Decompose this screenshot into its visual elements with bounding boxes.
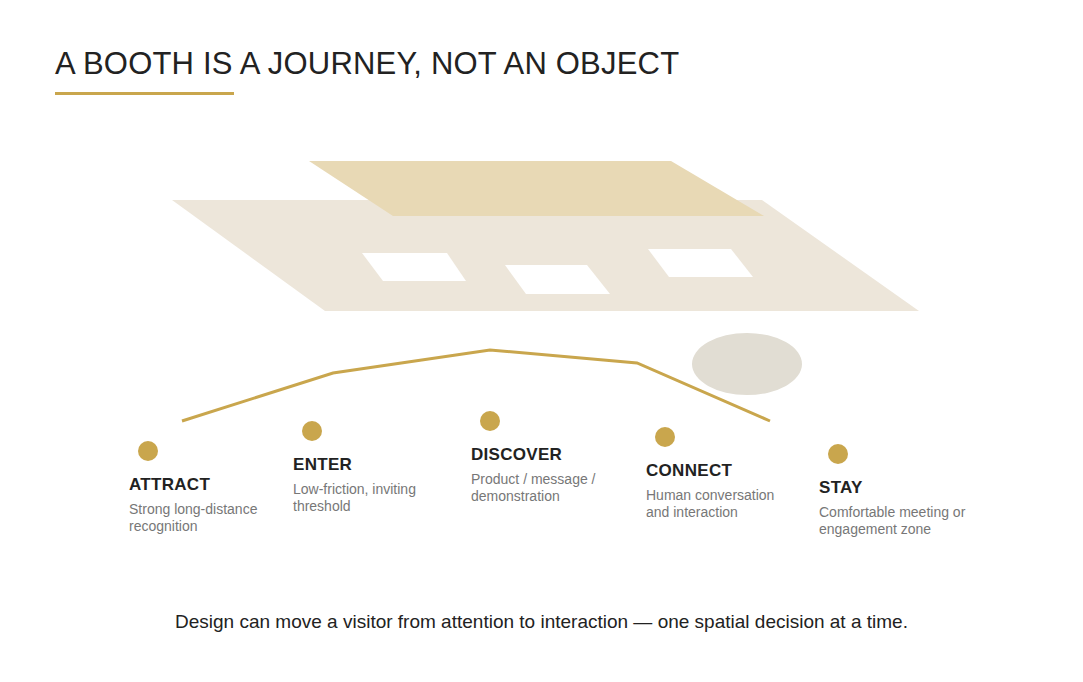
stage-heading: DISCOVER — [471, 445, 616, 465]
display-opening — [505, 265, 610, 294]
booth-canopy — [309, 161, 764, 216]
display-opening — [648, 249, 753, 277]
stage-dot — [302, 421, 322, 441]
stage-description: Comfortable meeting or engagement zone — [819, 504, 974, 538]
stage-description: Low-friction, inviting threshold — [293, 481, 418, 515]
display-opening — [362, 253, 466, 281]
page-title: A BOOTH IS A JOURNEY, NOT AN OBJECT — [55, 46, 679, 82]
stage-dot — [828, 444, 848, 464]
journey-stage: ENTER Low-friction, inviting threshold — [293, 421, 418, 515]
stage-heading: ENTER — [293, 455, 418, 475]
journey-stage: DISCOVER Product / message / demonstratio… — [471, 411, 616, 505]
journey-stage: STAY Comfortable meeting or engagement zo… — [819, 444, 974, 538]
stage-heading: CONNECT — [646, 461, 798, 481]
visitor-path — [182, 350, 770, 421]
stage-description: Strong long-distance recognition — [129, 501, 279, 535]
booth-floor — [172, 200, 919, 311]
stage-description: Product / message / demonstration — [471, 471, 616, 505]
stage-dot — [480, 411, 500, 431]
journey-stage: CONNECT Human conversation and interactio… — [646, 427, 798, 521]
stage-description: Human conversation and interaction — [646, 487, 798, 521]
page-caption: Design can move a visitor from attention… — [0, 611, 1083, 633]
stage-heading: STAY — [819, 478, 974, 498]
stage-heading: ATTRACT — [129, 475, 279, 495]
stage-dot — [655, 427, 675, 447]
title-underline — [55, 92, 234, 95]
stage-dot — [138, 441, 158, 461]
meeting-table — [692, 333, 802, 395]
journey-stage: ATTRACT Strong long-distance recognition — [129, 441, 279, 535]
